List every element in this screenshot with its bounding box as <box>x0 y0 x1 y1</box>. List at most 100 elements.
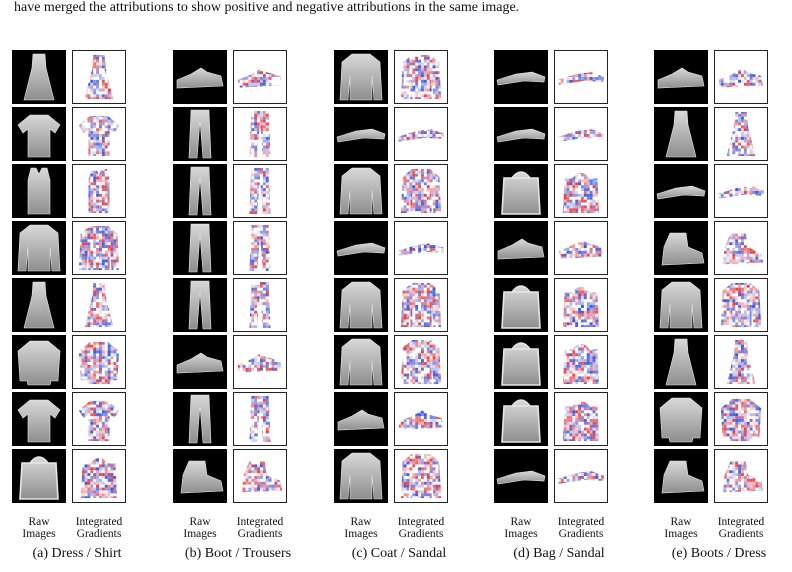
integrated-gradients-image <box>394 164 448 218</box>
raw-image <box>12 164 66 218</box>
integrated-gradients-label-line: Gradients <box>398 528 444 540</box>
raw-images-label-line: Images <box>664 528 698 540</box>
panel-caption: (b) Boot / Trousers <box>184 546 292 561</box>
integrated-gradients-image <box>394 392 448 446</box>
integrated-gradients-image <box>554 164 608 218</box>
raw-image <box>12 278 66 332</box>
panel-caption: (e) Boots / Dress <box>671 546 767 561</box>
raw-image <box>334 50 388 104</box>
integrated-gradients-image <box>72 50 126 104</box>
raw-image <box>173 50 227 104</box>
raw-image <box>654 221 708 275</box>
integrated-gradients-image <box>394 449 448 503</box>
raw-image <box>654 392 708 446</box>
integrated-gradients-label-line: Integrated <box>557 516 605 528</box>
integrated-gradients-image <box>394 221 448 275</box>
raw-image <box>12 50 66 104</box>
integrated-gradients-image <box>714 449 768 503</box>
integrated-gradients-image <box>233 164 287 218</box>
panel-caption: (d) Bag / Sandal <box>513 546 605 561</box>
integrated-gradients-image <box>394 278 448 332</box>
integrated-gradients-image <box>233 392 287 446</box>
integrated-gradients-label-line: Integrated <box>236 516 284 528</box>
raw-image <box>494 107 548 161</box>
integrated-gradients-image <box>554 221 608 275</box>
integrated-gradients-image <box>72 221 126 275</box>
raw-images-label-line: Raw <box>189 516 211 528</box>
integrated-gradients-image <box>714 107 768 161</box>
raw-image <box>654 449 708 503</box>
integrated-gradients-label-line: Gradients <box>558 528 604 540</box>
integrated-gradients-image <box>714 50 768 104</box>
raw-image <box>494 50 548 104</box>
integrated-gradients-image <box>72 392 126 446</box>
raw-images-label-line: Raw <box>670 516 692 528</box>
raw-image <box>12 449 66 503</box>
raw-images-label-line: Raw <box>350 516 372 528</box>
integrated-gradients-label-line: Integrated <box>717 516 765 528</box>
raw-images-label-line: Images <box>344 528 378 540</box>
raw-image <box>173 164 227 218</box>
raw-image <box>494 221 548 275</box>
integrated-gradients-image <box>394 107 448 161</box>
raw-image <box>334 107 388 161</box>
raw-image <box>334 392 388 446</box>
raw-image <box>334 278 388 332</box>
raw-image <box>494 335 548 389</box>
integrated-gradients-image <box>554 449 608 503</box>
panel-caption: (a) Dress / Shirt <box>32 546 122 561</box>
integrated-gradients-image <box>714 335 768 389</box>
raw-images-label-line: Images <box>22 528 56 540</box>
raw-image <box>173 278 227 332</box>
raw-image <box>173 449 227 503</box>
integrated-gradients-image <box>714 278 768 332</box>
integrated-gradients-label-line: Gradients <box>76 528 122 540</box>
raw-images-label-line: Images <box>504 528 538 540</box>
integrated-gradients-image <box>72 164 126 218</box>
integrated-gradients-image <box>714 392 768 446</box>
integrated-gradients-image <box>233 449 287 503</box>
integrated-gradients-image <box>714 164 768 218</box>
raw-images-label-line: Raw <box>28 516 50 528</box>
panel-caption: (c) Coat / Sandal <box>351 546 447 561</box>
raw-image <box>494 164 548 218</box>
integrated-gradients-image <box>72 449 126 503</box>
raw-image <box>654 50 708 104</box>
raw-image <box>654 335 708 389</box>
integrated-gradients-label-line: Gradients <box>718 528 764 540</box>
raw-image <box>12 392 66 446</box>
raw-image <box>494 449 548 503</box>
integrated-gradients-image <box>554 392 608 446</box>
raw-image <box>654 278 708 332</box>
integrated-gradients-image <box>714 221 768 275</box>
raw-image <box>173 335 227 389</box>
raw-image <box>494 278 548 332</box>
integrated-gradients-label-line: Integrated <box>75 516 123 528</box>
raw-image <box>334 164 388 218</box>
integrated-gradients-image <box>394 335 448 389</box>
raw-image <box>173 107 227 161</box>
raw-image <box>494 392 548 446</box>
raw-image <box>654 107 708 161</box>
integrated-gradients-label-line: Gradients <box>237 528 283 540</box>
integrated-gradients-image <box>72 278 126 332</box>
integrated-gradients-image <box>233 278 287 332</box>
integrated-gradients-image <box>554 50 608 104</box>
integrated-gradients-image <box>233 50 287 104</box>
integrated-gradients-image <box>394 50 448 104</box>
raw-image <box>12 107 66 161</box>
raw-image <box>12 335 66 389</box>
integrated-gradients-image <box>72 107 126 161</box>
raw-image <box>12 221 66 275</box>
